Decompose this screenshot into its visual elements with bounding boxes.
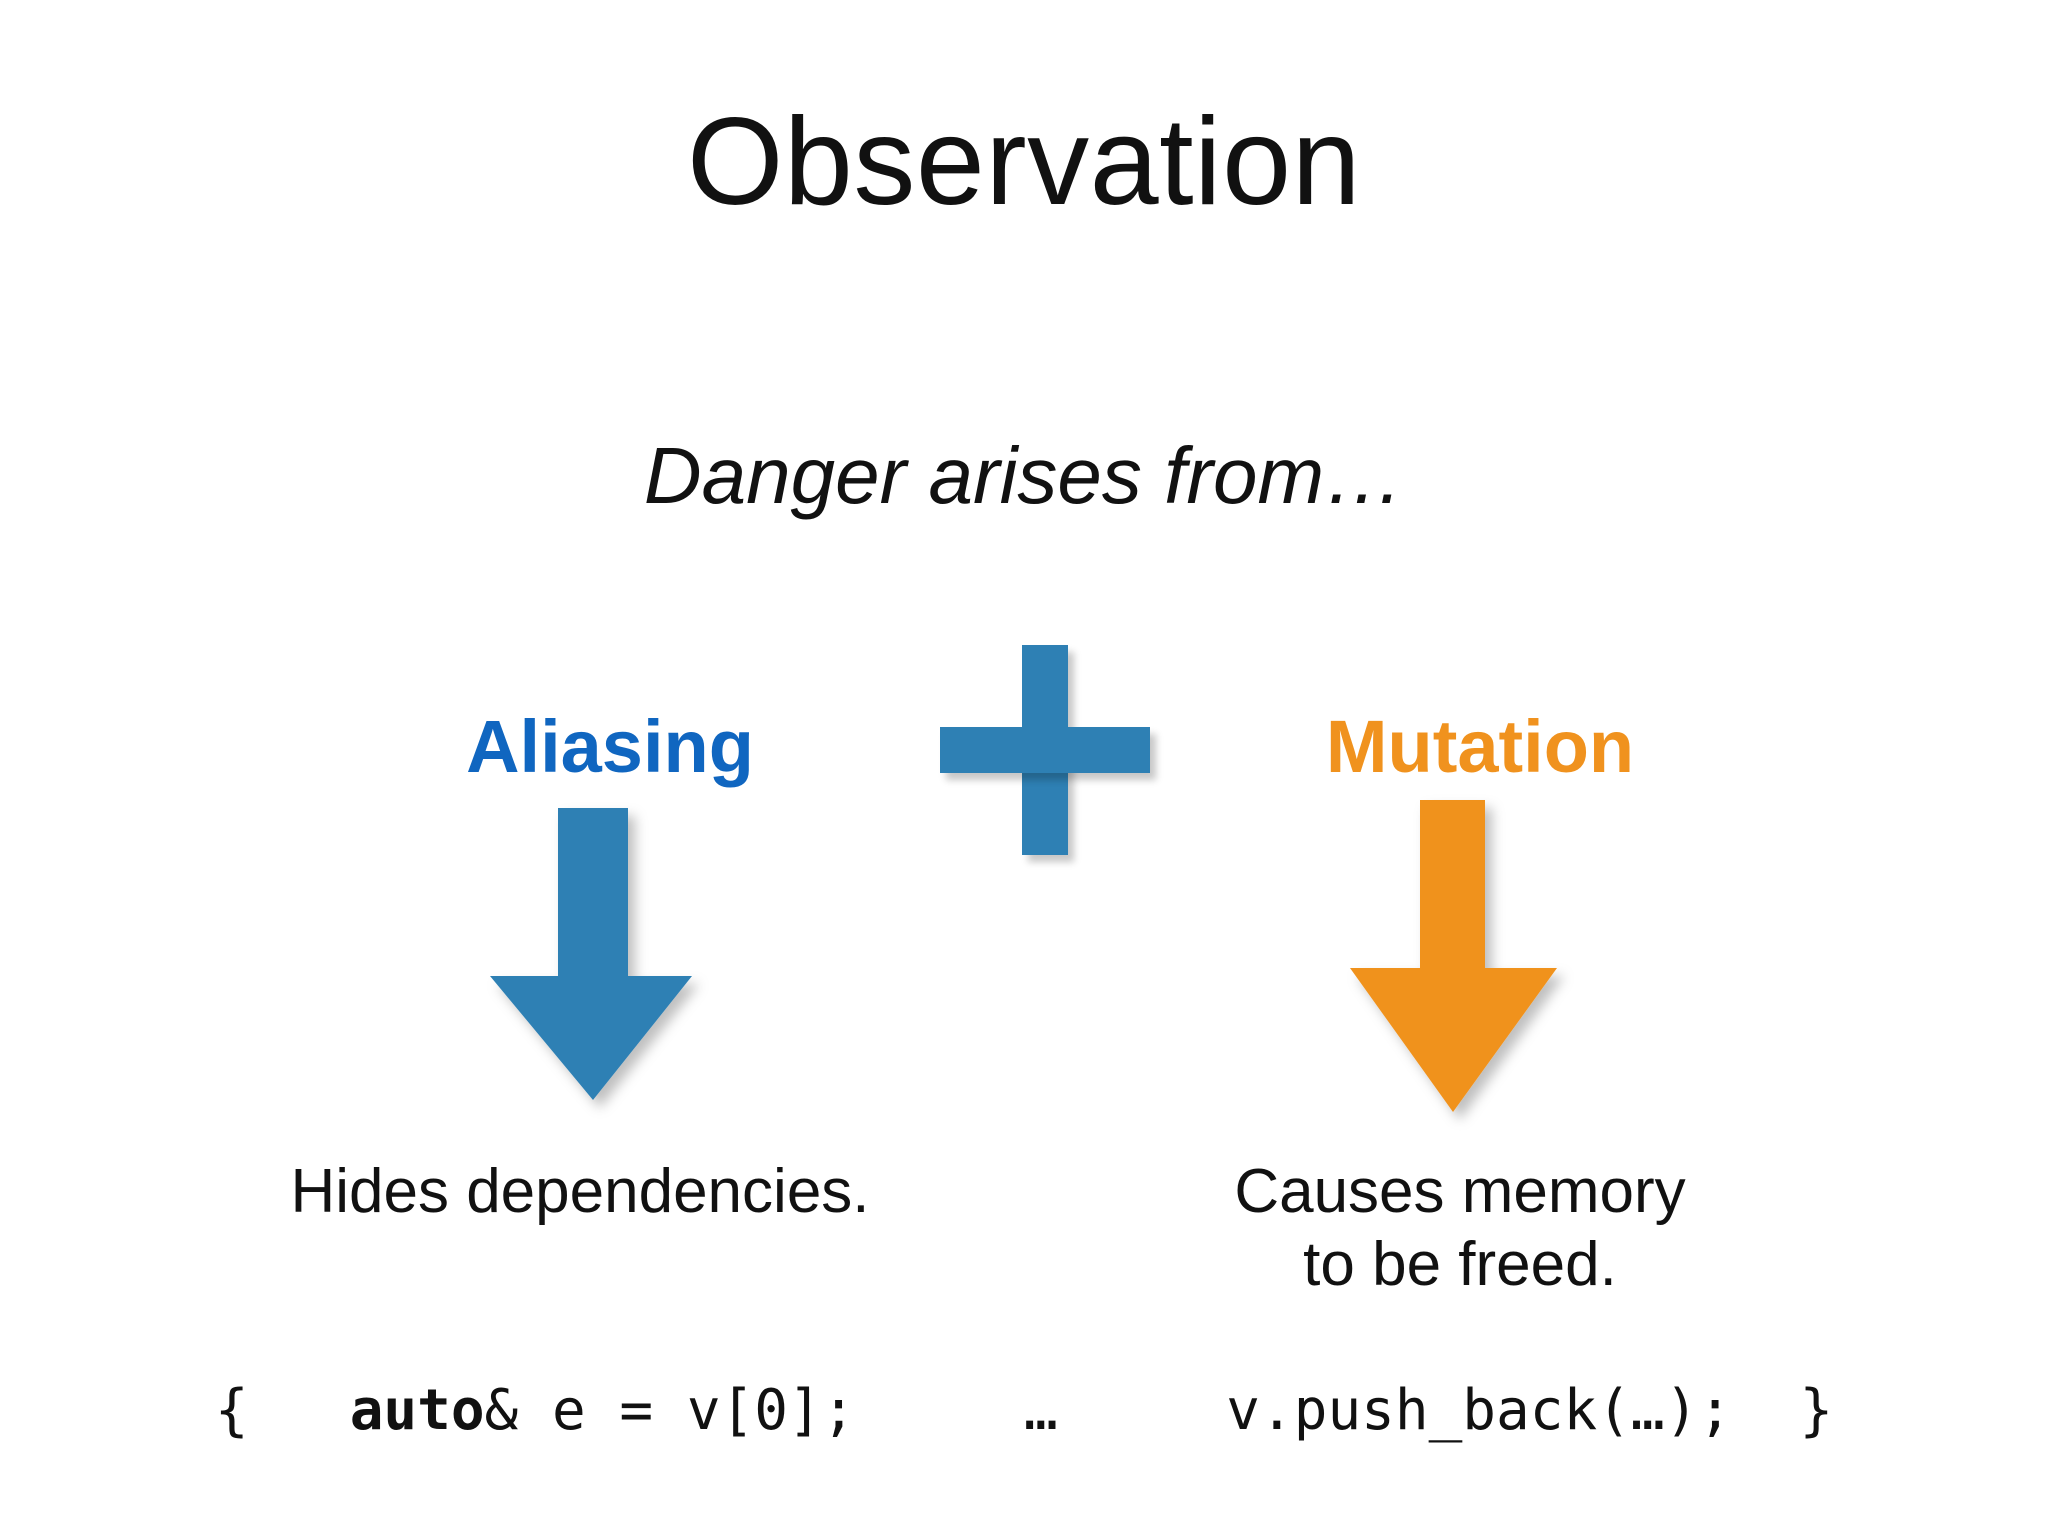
concept-label-aliasing: Aliasing <box>466 705 754 788</box>
code-gap-3 <box>1732 1378 1799 1443</box>
plus-icon-horizontal-bar <box>940 727 1150 773</box>
plus-icon <box>940 645 1150 855</box>
caption-mutation-line-2: to be freed. <box>1303 1230 1617 1300</box>
down-arrow-icon-aliasing <box>480 808 710 1108</box>
code-snippet: { auto& e = v[0]; … v.push_back(…); } <box>0 1380 2048 1442</box>
code-gap-1 <box>249 1378 350 1443</box>
down-arrow-icon-mutation <box>1345 800 1575 1120</box>
caption-mutation-line-1: Causes memory <box>1234 1157 1686 1226</box>
caption-mutation: Causes memory to be freed. <box>1130 1155 1790 1301</box>
slide-title: Observation <box>686 93 1362 231</box>
code-gap-2: … <box>855 1378 1227 1443</box>
code-open-brace: { <box>214 1378 249 1443</box>
slide-subtitle: Danger arises from… <box>643 431 1405 520</box>
code-push-back-call: v.push_back(…); <box>1226 1378 1733 1443</box>
caption-aliasing-line-1: Hides dependencies. <box>290 1157 870 1226</box>
code-close-brace: } <box>1799 1378 1834 1443</box>
code-keyword-auto: auto <box>349 1378 485 1443</box>
caption-aliasing: Hides dependencies. <box>150 1155 1010 1228</box>
code-binding-expression: & e = v[0]; <box>484 1378 856 1443</box>
concept-label-mutation: Mutation <box>1325 705 1635 788</box>
